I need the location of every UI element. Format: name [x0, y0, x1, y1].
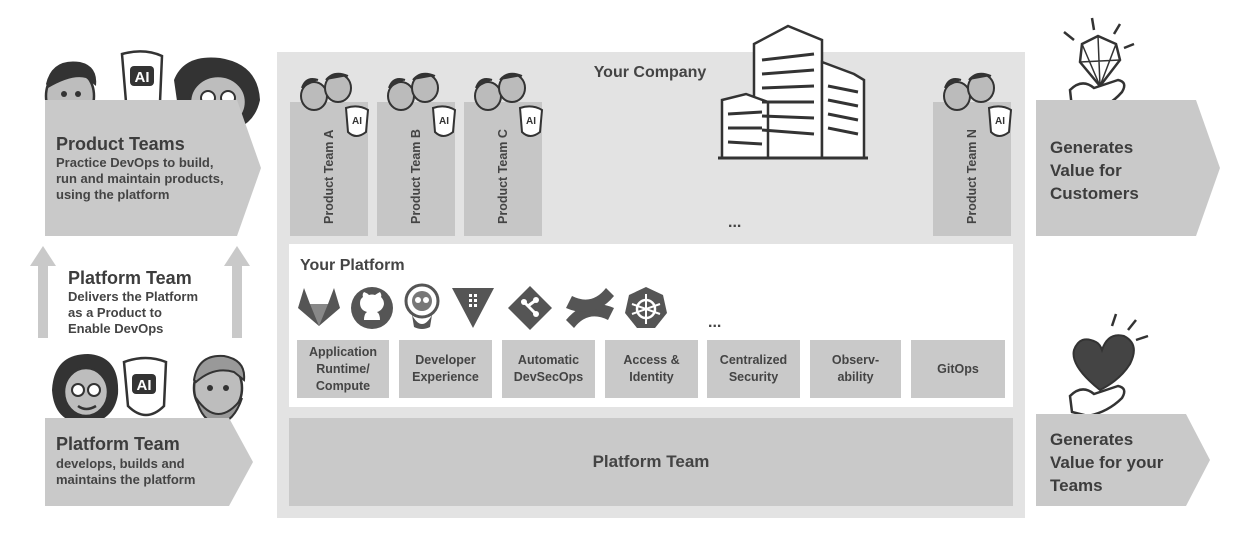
argo-icon [404, 283, 440, 329]
platform-team-bar: Platform Team [289, 418, 1013, 506]
up-arrow-right-icon [224, 246, 250, 338]
product-teams-title: Product Teams [56, 134, 185, 154]
customers-value-text: Generates Value for Customers [1050, 138, 1139, 203]
capability-observability: Observ- ability [810, 340, 901, 398]
buildings-icon [718, 24, 868, 160]
svg-text:AI: AI [526, 116, 536, 127]
up-arrow-left-icon [30, 246, 56, 338]
svg-text:AI: AI [135, 69, 150, 86]
platform-team-faces-icon: AI [52, 354, 246, 426]
teams-value-arrow [1036, 414, 1210, 506]
team-n-faces-icon: AI [943, 72, 1013, 137]
product-teams-arrow [45, 100, 261, 236]
platform-title: Your Platform [300, 257, 405, 274]
company-title: Your Company [593, 64, 707, 81]
platform-team-mid-title: Platform Team [68, 268, 192, 288]
platform-team-bottom-subtitle: develops, builds and maintains the platf… [56, 456, 196, 487]
tools-ellipsis: ... [708, 314, 722, 331]
svg-text:AI: AI [137, 377, 152, 394]
product-teams-subtitle: Practice DevOps to build, run and mainta… [56, 155, 224, 202]
platform-team-people-illustration: AI [48, 350, 258, 430]
platform-team-bottom-title: Platform Team [56, 434, 180, 454]
confluence-icon [566, 288, 614, 328]
product-team-label: Product Team C [496, 129, 510, 224]
svg-text:AI: AI [995, 116, 1005, 127]
capability-automatic-devsecops: Automatic DevSecOps [502, 340, 595, 398]
svg-text:AI: AI [439, 116, 449, 127]
customers-value-arrow [1036, 100, 1220, 236]
product-team-label: Product Team B [409, 129, 423, 224]
platform-team-arrow [45, 418, 253, 506]
git-icon [508, 286, 552, 330]
heart-in-hand-icon [1068, 313, 1149, 418]
svg-text:AI: AI [352, 116, 362, 127]
product-team-label: Product Team A [322, 129, 336, 224]
teams-ellipsis: ... [728, 214, 742, 231]
capability-application-runtime: Application Runtime/ Compute [297, 340, 389, 398]
team-b-faces-icon: AI [387, 72, 457, 137]
capability-centralized-security: Centralized Security [707, 340, 800, 398]
kubernetes-icon [625, 287, 667, 328]
team-c-faces-icon: AI [474, 72, 544, 137]
product-team-label: Product Team N [965, 129, 979, 224]
buildings-illustration [718, 24, 868, 160]
github-icon [351, 287, 393, 329]
gitlab-icon [298, 288, 340, 326]
capability-gitops: GitOps [911, 340, 1005, 398]
capability-developer-experience: Developer Experience [399, 340, 492, 398]
capability-access-identity: Access & Identity [605, 340, 698, 398]
platform-team-mid-subtitle: Delivers the Platform as a Product to En… [68, 289, 199, 336]
vault-icon [452, 288, 494, 328]
teams-value-text: Generates Value for your Teams [1050, 430, 1164, 495]
team-a-faces-icon: AI [300, 72, 370, 137]
